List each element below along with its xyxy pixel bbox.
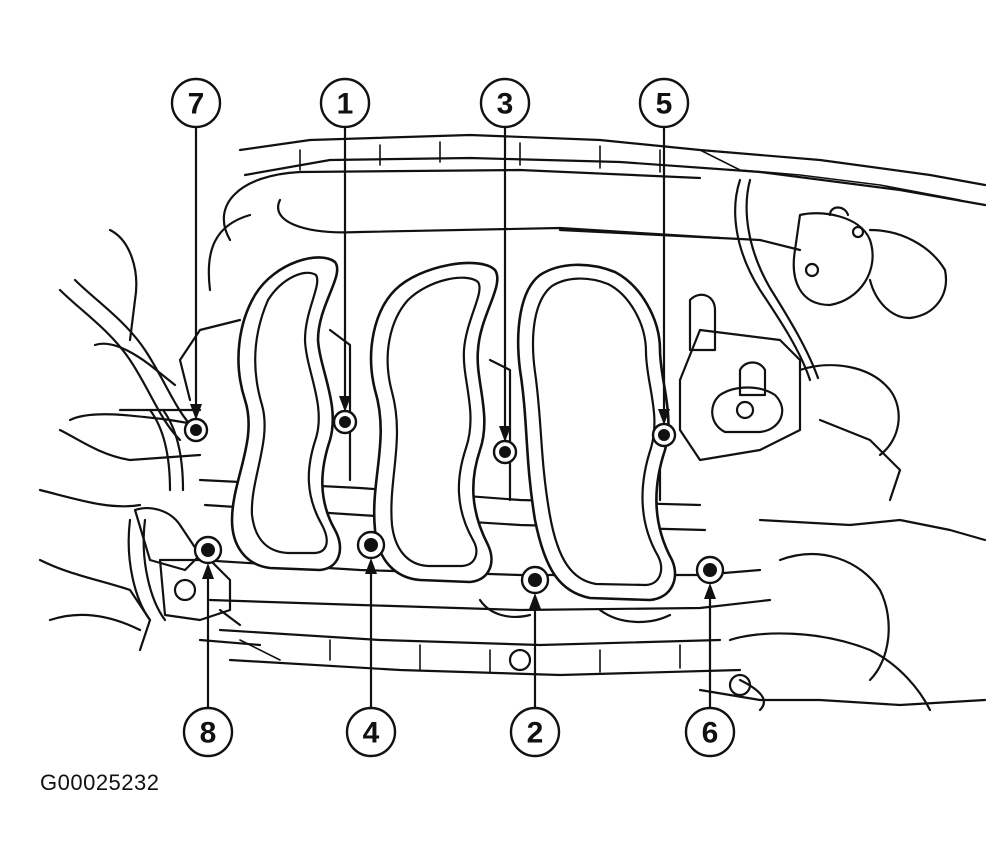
intake-runner-middle [369, 261, 499, 584]
callout-5-label: 5 [656, 88, 673, 121]
callout-3-label: 3 [497, 88, 514, 121]
callout-4: 4 [345, 706, 397, 758]
bolt-4 [356, 530, 386, 560]
callout-leaders [190, 127, 716, 707]
callout-5: 5 [638, 77, 690, 129]
bolt-3 [492, 439, 518, 465]
engine-background-linework [38, 133, 987, 712]
callout-6: 6 [684, 706, 736, 758]
bolt-1 [332, 409, 358, 435]
callout-4-label: 4 [363, 717, 380, 750]
callout-7: 7 [170, 77, 222, 129]
callout-2: 2 [509, 706, 561, 758]
figure-code: G00025232 [40, 770, 160, 795]
callout-6-label: 6 [702, 717, 719, 750]
callout-8-label: 8 [200, 717, 217, 750]
callout-1: 1 [319, 77, 371, 129]
bolt-5 [651, 422, 677, 448]
callout-8: 8 [182, 706, 234, 758]
intake-runners [230, 256, 677, 602]
intake-runner-left [230, 256, 342, 572]
callout-3: 3 [479, 77, 531, 129]
bolt-7 [183, 417, 209, 443]
callout-1-label: 1 [337, 88, 354, 121]
callouts: 7 1 3 5 8 4 2 6 [170, 77, 736, 758]
callout-2-label: 2 [527, 717, 544, 750]
bolt-2 [520, 565, 550, 595]
bolt-8 [193, 535, 223, 565]
callout-7-label: 7 [188, 88, 205, 121]
bolt-6 [695, 555, 725, 585]
intake-runner-right [516, 263, 677, 602]
